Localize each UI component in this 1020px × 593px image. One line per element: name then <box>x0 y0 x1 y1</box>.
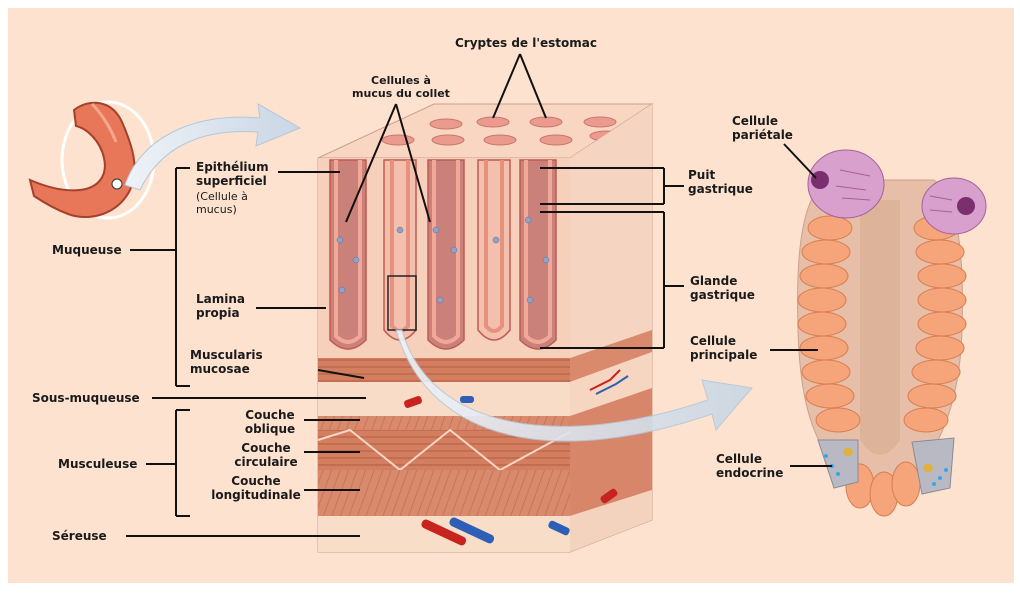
muscularis-mucosae-layer <box>318 358 570 382</box>
label-couche-circulaire: Couche circulaire <box>228 441 304 469</box>
label-muqueuse: Muqueuse <box>52 243 122 257</box>
gastric-pits <box>330 160 556 349</box>
label-glande-gastrique: Glande gastrique <box>690 274 755 302</box>
label-lamina: Lamina propia <box>196 292 245 320</box>
label-couche-longitudinale: Couche longitudinale <box>206 474 306 502</box>
label-cryptes: Cryptes de l'estomac <box>455 36 597 50</box>
label-epithelium: Epithélium superficiel <box>196 160 269 188</box>
label-epithelium-note: (Cellule à mucus) <box>196 190 248 216</box>
label-sous-muqueuse: Sous-muqueuse <box>32 391 140 405</box>
label-cellules-mucus-collet: Cellules à mucus du collet <box>342 74 460 100</box>
label-muscularis: Muscularis mucosae <box>190 348 263 376</box>
couche-longitudinale-layer <box>318 470 570 516</box>
label-sereuse: Séreuse <box>52 529 107 543</box>
label-cellule-endocrine: Cellule endocrine <box>716 452 783 480</box>
label-musculeuse: Musculeuse <box>58 457 137 471</box>
label-couche-oblique: Couche oblique <box>236 408 304 436</box>
label-cellule-principale: Cellule principale <box>690 334 757 362</box>
label-cellule-parietale: Cellule pariétale <box>732 114 793 142</box>
label-puit-gastrique: Puit gastrique <box>688 168 753 196</box>
